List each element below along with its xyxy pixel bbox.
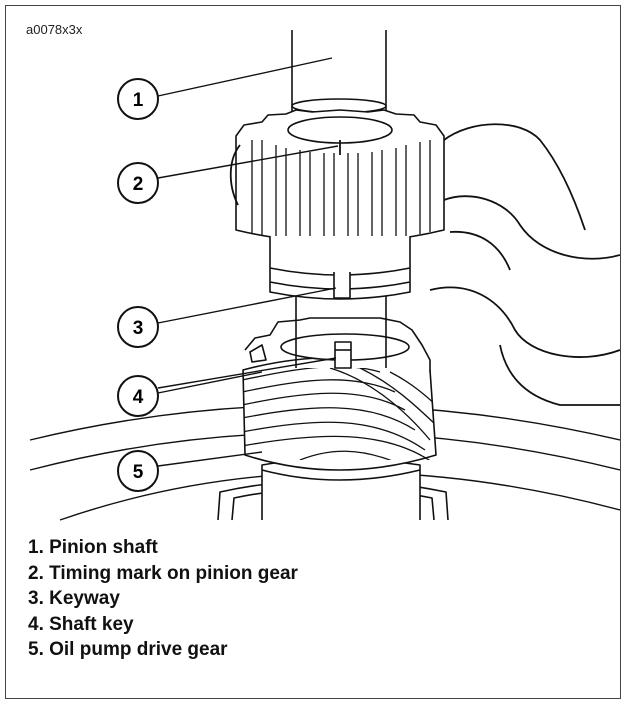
svg-text:3: 3 <box>133 318 144 339</box>
svg-text:1: 1 <box>133 90 144 111</box>
pinion-shaft <box>291 30 387 369</box>
svg-text:4: 4 <box>133 387 144 408</box>
pinion-gear <box>235 98 445 300</box>
legend-list: 1. Pinion shaft 2. Timing mark on pinion… <box>28 535 298 663</box>
svg-text:2: 2 <box>133 174 144 195</box>
leader-lines <box>157 57 339 467</box>
svg-text:5: 5 <box>133 462 144 483</box>
callout-2: 2 <box>117 162 159 204</box>
hand <box>229 123 620 406</box>
callout-1: 1 <box>117 78 159 120</box>
legend-item-pinion-shaft: 1. Pinion shaft <box>28 537 158 558</box>
figure-id: a0078x3x <box>26 22 83 37</box>
callout-4: 4 <box>117 375 159 417</box>
legend-item-timing-mark: 2. Timing mark on pinion gear <box>28 562 298 584</box>
callout-5: 5 <box>117 450 159 492</box>
legend-item-oil-pump-drive-gear: 5. Oil pump drive gear <box>28 639 228 660</box>
oil-pump-drive-gear <box>242 317 437 481</box>
legend-item-keyway: 3. Keyway <box>28 588 120 609</box>
callout-3: 3 <box>117 306 159 348</box>
legend-item-shaft-key: 4. Shaft key <box>28 613 134 635</box>
